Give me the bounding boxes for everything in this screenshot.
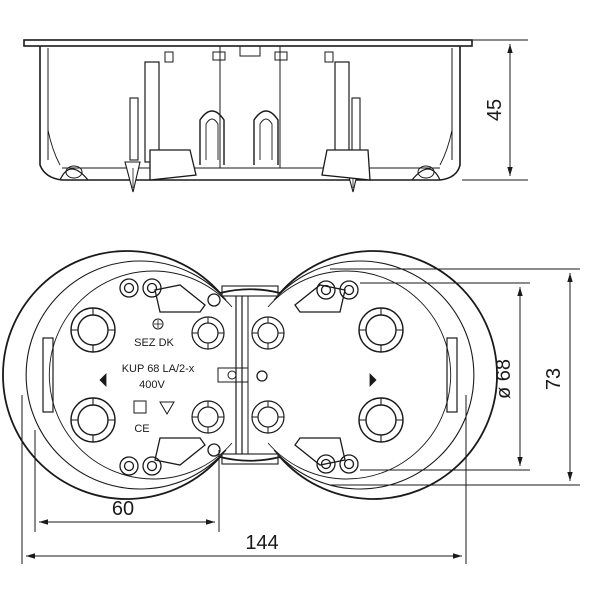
brand-marking: SEZ DK [134, 337, 174, 349]
top-flange [23, 39, 473, 47]
top-outline [2, 250, 498, 500]
knockouts-large [70, 307, 404, 443]
height-label: 45 [484, 99, 506, 121]
top-view [2, 250, 498, 500]
spacing-label: 60 [112, 498, 134, 520]
height-dimension [462, 39, 528, 181]
length-label: 144 [245, 532, 278, 554]
ce-marking: CE [134, 423, 149, 435]
knockouts-small [191, 316, 285, 434]
side-body [39, 46, 461, 181]
side-view [23, 39, 473, 193]
diameter-label: ø 68 [493, 359, 515, 399]
model-marking: KUP 68 LA/2-x [122, 363, 195, 375]
voltage-marking: 400V [139, 379, 165, 391]
width-label: 73 [543, 368, 565, 390]
dimension-lines [21, 268, 580, 564]
certification-mark [133, 400, 147, 414]
